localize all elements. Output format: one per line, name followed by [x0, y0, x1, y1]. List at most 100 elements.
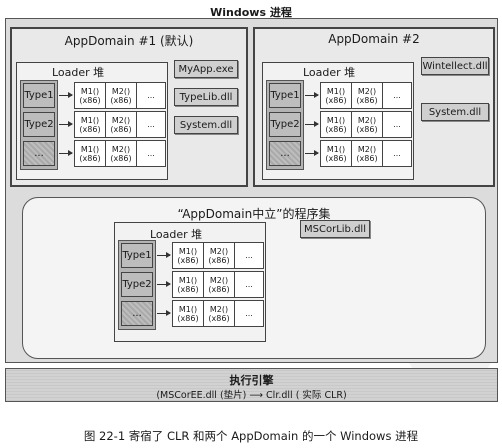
- domain1-type-box: Type1: [23, 83, 55, 108]
- method-m1-cell: M1()(x86): [75, 83, 106, 108]
- method-arch: (x86): [177, 313, 199, 323]
- method-arch: (x86): [177, 284, 199, 294]
- domain2-type-box: ...: [269, 141, 301, 166]
- appdomain-2-title: AppDomain #2: [328, 32, 420, 46]
- method-m2-cell: M2()(x86): [204, 301, 235, 326]
- domain2-type-box: Type1: [269, 83, 301, 108]
- domain2-method-table-row: M1()(x86)M2()(x86)...: [320, 140, 412, 167]
- neutral-assembly-box: MSCorLib.dll: [300, 220, 370, 238]
- method-arch: (x86): [79, 95, 101, 105]
- method-more-cell: ...: [393, 91, 401, 100]
- domain-neutral-title: “AppDomain中立”的程序集: [177, 207, 331, 221]
- domain2-assembly-box: Wintellect.dll: [421, 57, 489, 75]
- method-m1-cell: M1()(x86): [321, 141, 352, 166]
- appdomain-2-loader-title: Loader 堆: [303, 66, 356, 79]
- method-name: M2(): [357, 144, 377, 154]
- domain2-type-box: Type2: [269, 112, 301, 137]
- method-arch: (x86): [208, 255, 230, 265]
- method-more-cell: ...: [147, 120, 155, 129]
- neutral-method-table-row: M1()(x86)M2()(x86)...: [172, 242, 264, 269]
- method-m1-cell: M1()(x86): [75, 141, 106, 166]
- neutral-method-table-row: M1()(x86)M2()(x86)...: [172, 271, 264, 298]
- execution-engine-components: (MSCorEE.dll (垫片) ⟶ Clr.dll ( 实际 CLR): [6, 387, 497, 401]
- arrow-icon: [305, 92, 319, 98]
- domain-neutral-loader-title: Loader 堆: [150, 228, 203, 241]
- method-name: M1(): [178, 304, 198, 314]
- method-m2-cell: M2()(x86): [352, 83, 383, 108]
- process-title: Windows 进程: [210, 6, 292, 19]
- method-m1-cell: M1()(x86): [321, 112, 352, 137]
- neutral-method-table-row: M1()(x86)M2()(x86)...: [172, 300, 264, 327]
- appdomain-1-title: AppDomain #1 (默认): [64, 34, 194, 48]
- method-arch: (x86): [110, 153, 132, 163]
- figure-caption: 图 22-1 寄宿了 CLR 和两个 AppDomain 的一个 Windows…: [83, 429, 419, 443]
- method-arch: (x86): [208, 313, 230, 323]
- method-m1-cell: M1()(x86): [321, 83, 352, 108]
- domain1-assembly-box: TypeLib.dll: [174, 88, 238, 106]
- method-m1-cell: M1()(x86): [75, 112, 106, 137]
- method-m2-cell: M2()(x86): [106, 112, 137, 137]
- method-name: M1(): [178, 246, 198, 256]
- execution-engine-title: 执行引擎: [229, 374, 274, 387]
- method-more-cell: ...: [393, 120, 401, 129]
- method-arch: (x86): [325, 124, 347, 134]
- domain1-method-table-row: M1()(x86)M2()(x86)...: [74, 82, 166, 109]
- domain1-type-box: ...: [23, 141, 55, 166]
- method-m2-cell: M2()(x86): [352, 141, 383, 166]
- arrow-icon: [305, 121, 319, 127]
- arrow-icon: ⟶: [249, 390, 267, 401]
- domain2-method-table-row: M1()(x86)M2()(x86)...: [320, 111, 412, 138]
- method-m2-cell: M2()(x86): [106, 83, 137, 108]
- method-arch: (x86): [325, 95, 347, 105]
- method-arch: (x86): [356, 124, 378, 134]
- method-name: M1(): [80, 115, 100, 125]
- domain1-method-table-row: M1()(x86)M2()(x86)...: [74, 111, 166, 138]
- method-name: M1(): [326, 86, 346, 96]
- method-name: M1(): [80, 144, 100, 154]
- method-arch: (x86): [79, 124, 101, 134]
- neutral-type-box: ...: [121, 301, 153, 326]
- method-more-cell: ...: [245, 251, 253, 260]
- arrow-icon: [157, 281, 171, 287]
- clr-label: Clr.dll ( 实际 CLR): [266, 390, 347, 401]
- domain1-type-box: Type2: [23, 112, 55, 137]
- method-m1-cell: M1()(x86): [173, 272, 204, 297]
- method-name: M2(): [209, 304, 229, 314]
- method-m1-cell: M1()(x86): [173, 301, 204, 326]
- method-name: M2(): [111, 86, 131, 96]
- method-arch: (x86): [110, 95, 132, 105]
- method-m2-cell: M2()(x86): [204, 272, 235, 297]
- method-arch: (x86): [177, 255, 199, 265]
- method-more-cell: ...: [245, 280, 253, 289]
- method-arch: (x86): [356, 95, 378, 105]
- method-arch: (x86): [208, 284, 230, 294]
- method-more-cell: ...: [147, 91, 155, 100]
- method-m2-cell: M2()(x86): [352, 112, 383, 137]
- arrow-icon: [305, 150, 319, 156]
- domain1-assembly-box: MyApp.exe: [174, 60, 238, 78]
- method-name: M2(): [209, 275, 229, 285]
- method-more-cell: ...: [147, 149, 155, 158]
- method-name: M2(): [111, 115, 131, 125]
- method-name: M1(): [80, 86, 100, 96]
- arrow-icon: [157, 252, 171, 258]
- method-name: M2(): [357, 115, 377, 125]
- neutral-type-box: Type2: [121, 272, 153, 297]
- method-name: M1(): [326, 144, 346, 154]
- domain2-assembly-box: System.dll: [421, 103, 489, 121]
- method-more-cell: ...: [393, 149, 401, 158]
- method-arch: (x86): [356, 153, 378, 163]
- arrow-icon: [157, 310, 171, 316]
- domain2-method-table-row: M1()(x86)M2()(x86)...: [320, 82, 412, 109]
- method-name: M1(): [326, 115, 346, 125]
- method-name: M2(): [111, 144, 131, 154]
- arrow-icon: [59, 150, 73, 156]
- neutral-type-box: Type1: [121, 243, 153, 268]
- method-arch: (x86): [325, 153, 347, 163]
- method-arch: (x86): [79, 153, 101, 163]
- execution-engine: 执行引擎 (MSCorEE.dll (垫片) ⟶ Clr.dll ( 实际 CL…: [5, 368, 498, 402]
- method-name: M1(): [178, 275, 198, 285]
- appdomain-1-loader-title: Loader 堆: [52, 66, 105, 79]
- method-arch: (x86): [110, 124, 132, 134]
- method-m2-cell: M2()(x86): [106, 141, 137, 166]
